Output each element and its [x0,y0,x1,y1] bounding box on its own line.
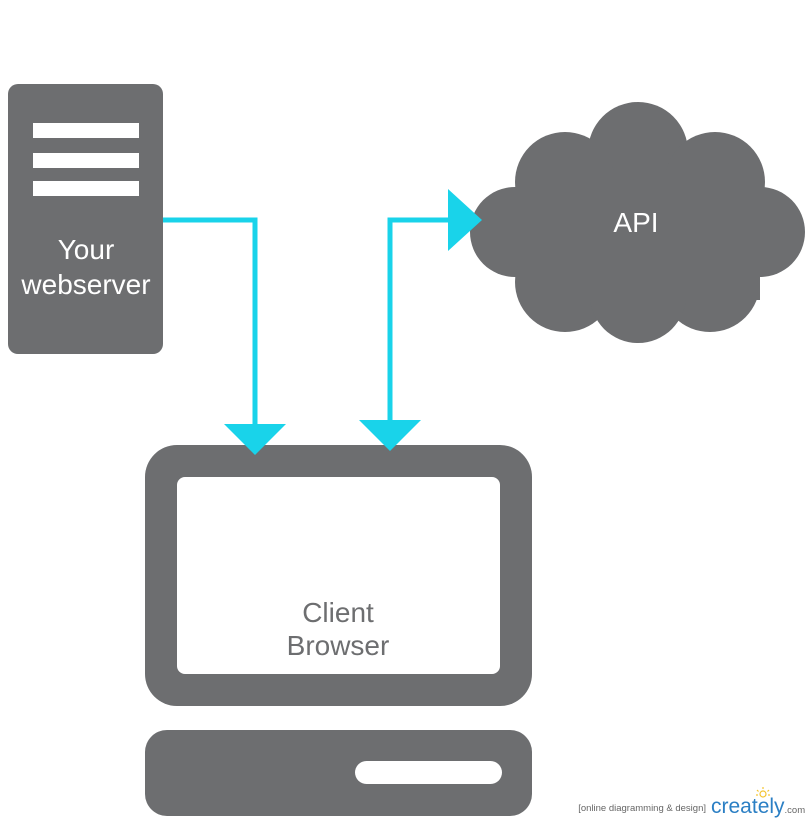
webserver-label-line1: Your [58,234,115,265]
monitor-screen [177,477,500,674]
webserver-slot-2 [33,153,139,168]
arrowhead-right-icon [448,189,482,251]
creately-logo: creately.com [711,795,805,818]
cloud-core [520,170,760,300]
logo-suffix: ly [769,795,785,818]
logo-domain: .com [785,805,806,816]
api-label: API [613,207,658,238]
webserver-label-line2: webserver [20,269,150,300]
creately-watermark: [online diagramming & design] creately.c… [578,787,805,818]
lightbulb-icon [756,787,770,798]
arrowhead-down-icon [359,420,421,451]
client-browser-node: Client Browser [145,445,532,816]
logo-e-glyph: e [758,795,770,818]
client-label-line2: Browser [287,630,390,661]
keyboard-slot [355,761,502,784]
api-cloud-node: API [470,102,805,343]
connector-webserver-to-client [163,217,286,455]
webserver-slot-1 [33,123,139,138]
keyboard-base [145,730,532,816]
webserver-body [8,84,163,354]
connector-client-api [359,189,482,451]
connector-line [163,217,258,426]
webserver-slot-3 [33,181,139,196]
logo-prefix: creat [711,795,758,818]
connector-line [387,217,450,422]
client-label-line1: Client [302,597,374,628]
webserver-node: Your webserver [8,84,163,354]
watermark-tagline: [online diagramming & design] [578,803,706,814]
arrowhead-down-icon [224,424,286,455]
